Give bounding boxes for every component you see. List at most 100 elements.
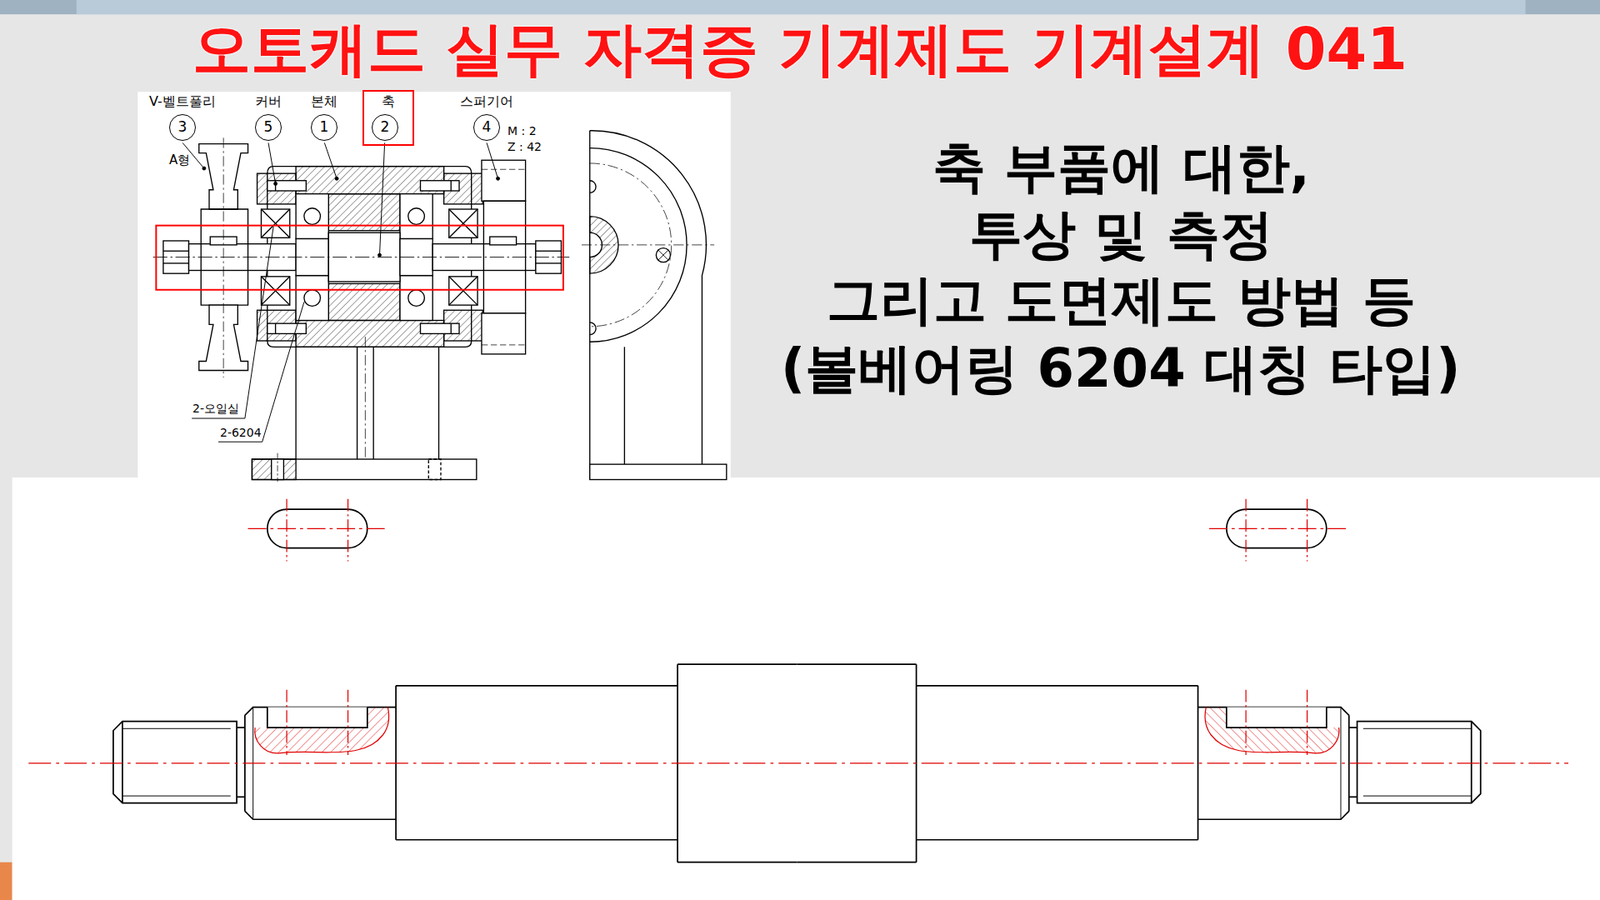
center-line — [28, 762, 1569, 764]
ball-bearing — [304, 208, 321, 225]
part-note: 2-오일실 — [192, 401, 240, 415]
leader-line — [182, 142, 500, 442]
background — [12, 477, 1600, 900]
shaft-drawing — [236, 795, 245, 798]
spur-gear — [481, 169, 526, 170]
cover-section — [420, 180, 460, 191]
body-leg — [295, 346, 296, 460]
side-view — [581, 244, 715, 245]
shaft — [490, 236, 517, 245]
leader-line — [274, 181, 278, 185]
part-callout: 스퍼기어4 — [460, 93, 514, 141]
cover-section — [267, 180, 307, 191]
shaft-drawing — [347, 499, 349, 562]
leader-line — [268, 142, 276, 184]
side-view — [590, 464, 727, 480]
shaft-drawing — [248, 528, 389, 530]
body-leg — [372, 346, 374, 460]
side-view — [624, 346, 625, 465]
body-leg — [251, 459, 476, 480]
callout-number: 5 — [255, 114, 282, 141]
part-name: 축 — [364, 93, 413, 110]
heading-line: 그리고 도면제도 방법 등 — [826, 270, 1416, 332]
ball-bearing — [400, 275, 433, 321]
shaft — [535, 262, 562, 264]
part-name: 본체 — [310, 93, 338, 110]
leader-line — [496, 176, 500, 180]
oil-seal — [449, 276, 478, 305]
spur-gear — [481, 313, 526, 355]
shaft-drawing — [121, 721, 124, 804]
cover-section — [450, 180, 452, 191]
cover-section — [275, 323, 276, 334]
heading-line: 투상 및 측정 — [969, 204, 1274, 266]
shaft-drawing — [347, 690, 349, 755]
v-belt-pulley — [200, 209, 248, 305]
part-callout: 커버 5 — [255, 93, 282, 141]
leader-line — [191, 226, 274, 419]
shaft-drawing — [285, 690, 287, 755]
ball-bearing — [400, 194, 433, 240]
callout-number: 3 — [169, 114, 196, 141]
part-name: 커버 — [255, 93, 282, 110]
body-leg — [428, 459, 441, 480]
spur-gear — [481, 160, 526, 201]
side-view — [581, 130, 727, 480]
body-leg — [251, 459, 296, 480]
leader-line — [486, 142, 498, 179]
part-callout: 본체 1 — [310, 93, 338, 141]
shaft — [163, 250, 190, 252]
part-callout: V-벨트풀리3 — [149, 93, 216, 141]
shaft — [163, 262, 190, 264]
heading-line: (볼베어링 6204 대칭 타입) — [780, 338, 1460, 400]
shaft — [535, 250, 562, 252]
oil-seal — [449, 209, 478, 238]
shaft-drawing — [236, 726, 245, 729]
shaft-drawing — [122, 728, 231, 730]
part-note: A형 — [169, 153, 190, 168]
background — [0, 862, 13, 900]
v-belt-pulley — [223, 137, 225, 378]
shaft-drawing — [255, 707, 390, 754]
leader-line — [324, 142, 337, 179]
ball-bearing — [295, 194, 329, 240]
background — [0, 0, 1600, 15]
body-leg — [277, 453, 279, 482]
part-name: 스퍼기어 — [460, 93, 514, 110]
background — [76, 0, 1526, 15]
oil-seal — [449, 209, 478, 238]
oil-seal — [260, 209, 290, 238]
shaft-drawing — [122, 795, 231, 797]
leader-line — [380, 142, 385, 255]
body-leg — [356, 346, 358, 460]
callout-number: 2 — [371, 114, 399, 141]
highlight-box: 축2 — [362, 90, 415, 146]
spur-gear — [481, 160, 526, 355]
callout-circle: 2 — [371, 114, 399, 141]
leader-line — [378, 253, 382, 257]
highlight-box — [155, 225, 564, 290]
callout-number: 1 — [310, 114, 338, 141]
side-view — [590, 322, 596, 335]
v-belt-pulley — [199, 137, 249, 378]
side-view — [589, 130, 590, 480]
heading-line: 축 부품에 대한, — [932, 137, 1310, 200]
part-note: M : 2 — [507, 124, 537, 138]
oil-seal — [260, 209, 290, 238]
cover-section — [267, 323, 307, 334]
leader-line — [335, 176, 339, 180]
leader-line — [218, 301, 305, 442]
page-title: 오토캐드 실무 자격증 기계제도 기계설계 041 — [192, 17, 1408, 82]
side-view — [658, 250, 669, 260]
side-view — [590, 180, 596, 194]
shaft-drawing — [113, 721, 237, 804]
shaft — [153, 232, 570, 282]
side-view — [590, 130, 707, 465]
shaft-drawing-mirror — [796, 499, 1480, 863]
part-note: 2-6204 — [220, 425, 262, 440]
